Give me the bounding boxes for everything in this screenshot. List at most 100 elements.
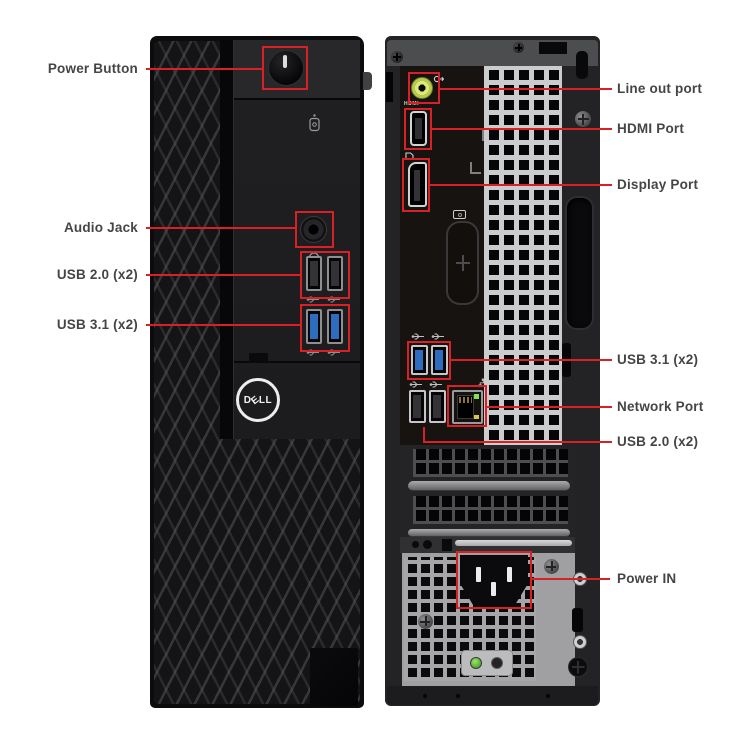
callout-line [146,68,262,70]
vent-hole [412,541,419,548]
callout-line [440,88,612,90]
punch-out-cover [446,221,479,305]
activity-led [474,415,479,419]
callout-line [423,427,425,443]
callout-label-power-button: Power Button [47,61,138,76]
screw-icon [575,111,591,127]
screw-icon [544,559,559,574]
inlet-prong [491,582,496,596]
vent-hole [423,694,427,698]
psu-diagnostic-plate [461,650,513,676]
vent-hole [546,694,550,698]
line-out-highlight-box [408,72,440,104]
callout-label-rear-usb2: USB 2.0 (x2) [617,434,699,449]
usb-tongue [413,395,421,418]
usb-tongue [435,350,443,370]
usb-tongue [415,350,423,370]
rear-usb2-port-1 [409,390,426,423]
logo-letter: L [265,394,273,406]
callout-label-displayport: Display Port [617,177,699,192]
callout-label-rear-usb3: USB 3.1 (x2) [617,352,699,367]
audio-jack [300,216,327,243]
rear-side-slot [572,608,583,632]
rear-usb2-port-2 [429,390,446,423]
front-bezel-seam [220,40,234,439]
usb-tongue [331,261,339,286]
line-out-port [411,77,433,99]
expansion-slot-area [400,445,575,537]
screw-icon [418,614,433,629]
vent-cutout [442,539,452,551]
rear-bottom-band [387,686,598,705]
psu-test-button [491,657,503,669]
power-button [268,50,304,86]
front-usb2-highlight-box [300,251,350,299]
usb2-icon [429,381,442,388]
front-usb3-port-2 [327,309,343,344]
power-icon [283,55,287,68]
usb-tongue [331,314,339,339]
front-usb2-port-1 [306,256,322,291]
screw-icon [513,42,524,53]
punch-out-badge-icon [453,210,466,219]
callout-label-audio-jack: Audio Jack [63,220,138,235]
link-led [474,394,479,399]
usb-tongue [310,261,318,286]
displayport-slot [414,170,420,201]
logo-letter: L [258,394,266,406]
hdd-activity-icon [309,114,320,132]
logo-letter: D [243,394,252,406]
panel-notch [249,353,268,362]
callout-line [451,359,612,361]
callout-line [430,184,612,186]
network-highlight-box [447,385,487,427]
vent-hole [423,540,432,549]
psu-top-strip [400,537,575,553]
back-view-case: HDMI [385,36,600,706]
callout-label-front-usb2: USB 2.0 (x2) [56,267,138,282]
callout-line [146,227,295,229]
rear-top-cutout [539,42,567,54]
psu-status-led [470,657,482,669]
slot-retention-bar [408,481,570,491]
front-badge-area [310,648,358,706]
power-button-highlight-box [262,46,308,90]
plus-mark [456,255,470,271]
displayport-port [408,162,427,207]
psu-panel [402,553,575,686]
hdmi-highlight-box [404,108,432,150]
audio-jack-highlight-box [295,211,334,248]
rear-vent-grid [484,66,562,445]
hdmi-port-label: HDMI [404,101,420,107]
panel-bracket-mark [470,162,481,174]
expansion-slot-cover-1 [413,449,568,477]
hdmi-port [410,111,427,146]
screw-icon [391,51,403,63]
rear-usb3-port-2 [431,345,448,375]
callout-line [532,578,610,580]
rear-top-slot [576,51,588,79]
callout-line [423,441,612,443]
callout-label-power-in: Power IN [617,571,677,586]
callout-line [146,324,300,326]
callout-line [146,274,300,276]
rj45-pins [459,397,472,403]
expansion-slot-cover-2 [413,496,568,524]
network-port [452,390,483,424]
padlock-ring-icon [568,657,588,677]
usb3-ss-icon [411,333,424,340]
callout-line [487,406,612,408]
callout-label-line-out: Line out port [617,81,703,96]
callout-label-hdmi: HDMI Port [617,121,685,136]
vent-hole [456,694,460,698]
front-panel-seam [234,361,360,363]
usb-tongue [433,395,441,418]
side-tab [363,72,372,90]
inlet-prong [476,567,481,582]
front-usb3-highlight-box [300,304,350,352]
rear-handle-recess [565,196,594,330]
